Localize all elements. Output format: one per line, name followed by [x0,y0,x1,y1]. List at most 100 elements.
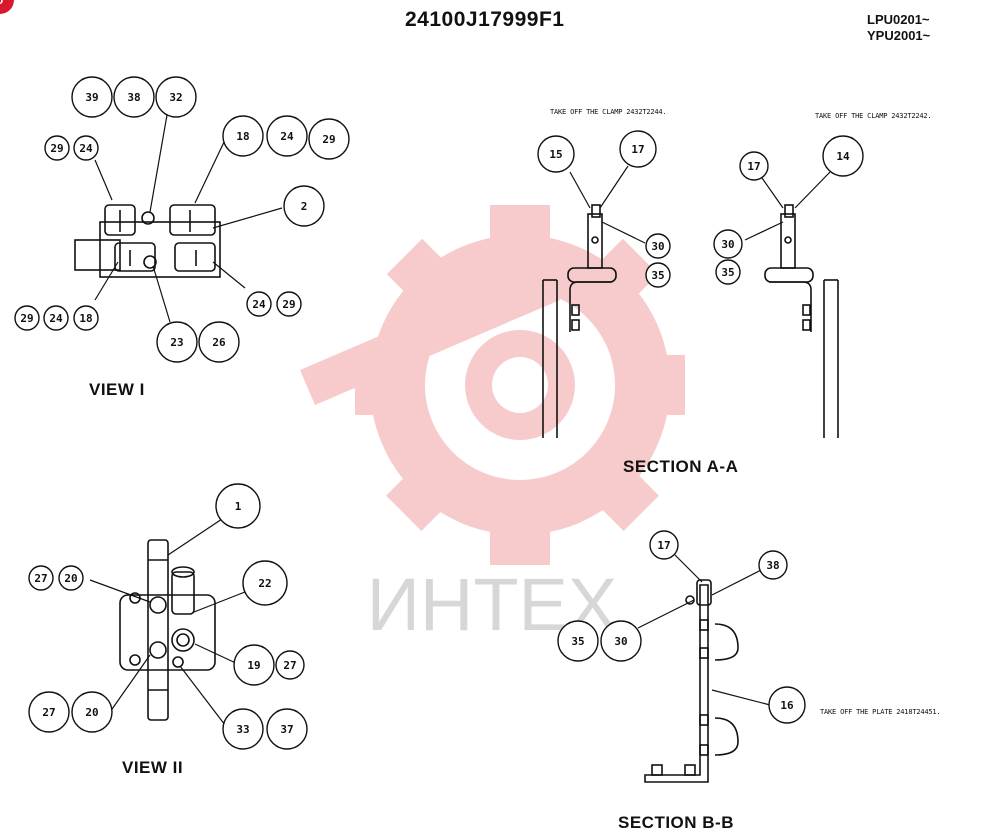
sectionAA-callout: 30 [713,229,743,259]
callout-number: 24 [252,298,266,311]
sectionAA-callout: 17 [739,151,769,181]
view1-drawing [74,204,221,278]
sectionBB-caption: SECTION B-B [618,813,734,832]
callout-circle [276,291,302,317]
callout-number: 29 [20,312,33,325]
callout-circle [14,305,40,331]
callout-number: 20 [85,706,98,719]
view2-caption: VIEW II [122,758,184,777]
view1-callout: 24 [43,305,69,331]
callout-number: 29 [50,142,63,155]
callout-circle [233,644,275,686]
callout-number: 27 [42,706,55,719]
callout-circle [645,233,671,259]
sectionAA-callout: 17 [619,130,657,168]
view2-drawing [119,539,216,721]
sectionAA-callout: 30 [645,233,671,259]
view1-callout: 18 [222,115,264,157]
sectionAA-drawing [542,204,839,438]
view1-callout: 24 [266,115,308,157]
callout-circle [283,185,325,227]
callout-circle [713,229,743,259]
callout-circle [71,691,113,733]
callout-number: 18 [236,130,249,143]
view1-callout: 39 [71,76,113,118]
view2-leaders [89,514,251,726]
callout-circle [266,115,308,157]
callout-number: 29 [282,298,295,311]
view2-callout: 27 [275,650,305,680]
callout-circle [275,650,305,680]
callout-number: 19 [247,659,260,672]
callout-number: 38 [127,91,140,104]
callout-circle [246,291,272,317]
callout-circle [645,262,671,288]
callout-number: 18 [79,312,92,325]
callout-number: 30 [721,238,734,251]
callout-circle [58,565,84,591]
callout-circle [44,135,70,161]
callout-number: 35 [571,635,584,648]
callout-number: 32 [169,91,182,104]
callout-circle [600,620,642,662]
sectionAA-note-right: TAKE OFF THE CLAMP 2432T2242. [815,112,932,120]
callout-number: 27 [34,572,47,585]
sectionAA-note-left: TAKE OFF THE CLAMP 2432T2244. [550,108,667,116]
callout-circle [28,565,54,591]
callout-number: 37 [280,723,293,736]
callout-circle [758,550,788,580]
view2-callout: 19 [233,644,275,686]
callout-number: 2 [301,200,308,213]
callout-number: 1 [235,500,242,513]
callout-number: 35 [721,266,734,279]
callout-circle [308,118,350,160]
callout-circle [557,620,599,662]
sectionBB-leaders [637,554,771,706]
sectionBB-drawing [644,579,739,783]
callout-circle [156,321,198,363]
sectionBB-note: TAKE OFF THE PLATE 2418T24451. [820,708,941,716]
sectionAA-leaders [569,165,831,244]
view2-callout: 27 [28,691,70,733]
callout-number: 35 [651,269,664,282]
view1-callout: 26 [198,321,240,363]
callout-circle [768,686,806,724]
callout-number: 24 [280,130,294,143]
callout-circle [222,115,264,157]
sectionAA-callout: 35 [715,259,741,285]
view1-callout: 29 [276,291,302,317]
view2-callout: 20 [58,565,84,591]
callout-number: 17 [657,539,670,552]
sectionAA-caption: SECTION A-A [623,457,739,476]
callout-circle [715,259,741,285]
sectionBB-callout: 16 [768,686,806,724]
view1-leaders [94,114,283,323]
callout-number: 30 [651,240,664,253]
callout-circle [198,321,240,363]
view1-caption: VIEW I [89,380,145,399]
part-number-title: 24100J17999F1 [405,8,565,31]
callout-circle [113,76,155,118]
callout-number: 15 [549,148,562,161]
callout-number: 22 [258,577,271,590]
callout-circle [822,135,864,177]
view2-callout: 27 [28,565,54,591]
view2-callout: 22 [242,560,288,606]
view1-callout: 29 [44,135,70,161]
sectionBB-callout: 17 [649,530,679,560]
view2-callout: 20 [71,691,113,733]
callout-circle [619,130,657,168]
serial-line-1: LPU0201~ [867,12,930,27]
callout-circle [739,151,769,181]
view1-callout: 2 [283,185,325,227]
view2-callout: 33 [222,708,264,750]
callout-circle [71,76,113,118]
callout-number: 26 [212,336,226,349]
sectionAA-callout: 35 [645,262,671,288]
sectionBB-callout: 38 [758,550,788,580]
view1-callout: 18 [73,305,99,331]
view1-callout: 32 [155,76,197,118]
callout-circle [242,560,288,606]
